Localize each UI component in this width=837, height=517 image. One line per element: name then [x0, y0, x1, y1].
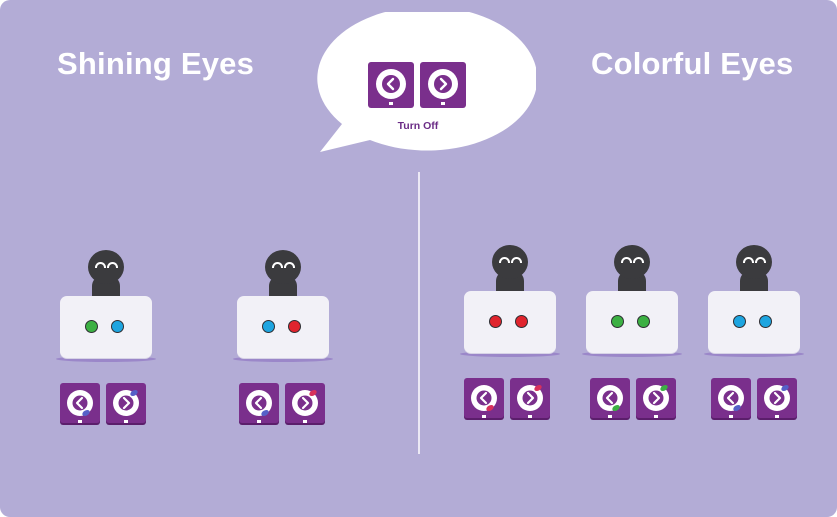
- right-arrow-tile: [510, 378, 550, 418]
- right-arrow-tile: [636, 378, 676, 418]
- robot-face-eye: [621, 257, 632, 263]
- robot-face-eye: [272, 262, 283, 268]
- led-eye-left: [733, 315, 746, 328]
- robot-head: [265, 250, 301, 284]
- robot-face-eye: [633, 257, 644, 263]
- left-arrow-tile: [711, 378, 751, 418]
- robot-face-eye: [284, 262, 295, 268]
- left-arrow-icon: [376, 69, 406, 105]
- speech-bubble-shape: [317, 12, 536, 152]
- right-arrow-tile: [106, 383, 146, 423]
- robot-face-eye: [499, 257, 510, 263]
- robot-shining-1: [56, 250, 156, 364]
- bubble-tile-left: [368, 62, 414, 108]
- right-arrow-icon: [428, 69, 458, 105]
- robot-colorful-4: [582, 245, 682, 359]
- robot-shadow: [56, 356, 156, 362]
- robot-shadow: [233, 356, 333, 362]
- section-divider: [418, 172, 420, 454]
- robot-box: [708, 291, 800, 353]
- robot-face-eye: [107, 262, 118, 268]
- robot-shadow: [582, 351, 682, 357]
- led-eye-left: [489, 315, 502, 328]
- robot-box: [586, 291, 678, 353]
- turn-off-caption: Turn Off: [397, 120, 439, 132]
- robot-box: [237, 296, 329, 358]
- left-arrow-tile: [464, 378, 504, 418]
- right-arrow-tile: [757, 378, 797, 418]
- left-arrow-tile: [590, 378, 630, 418]
- led-eye-left: [85, 320, 98, 333]
- heading-colorful-eyes: Colorful Eyes: [591, 46, 794, 81]
- robot-shadow: [460, 351, 560, 357]
- robot-head: [492, 245, 528, 279]
- robot-shadow: [704, 351, 804, 357]
- robot-head: [614, 245, 650, 279]
- left-arrow-tile: [239, 383, 279, 423]
- robot-head: [736, 245, 772, 279]
- bubble-tile-right: [420, 62, 466, 108]
- robot-box: [464, 291, 556, 353]
- robot-face-eye: [743, 257, 754, 263]
- led-eye-left: [262, 320, 275, 333]
- speech-bubble: Turn Off: [300, 12, 536, 162]
- heading-shining-eyes: Shining Eyes: [57, 46, 255, 81]
- led-eye-left: [611, 315, 624, 328]
- robot-colorful-5: [704, 245, 804, 359]
- robot-box: [60, 296, 152, 358]
- led-eye-right: [637, 315, 650, 328]
- robot-face-eye: [511, 257, 522, 263]
- robot-head: [88, 250, 124, 284]
- led-eye-right: [111, 320, 124, 333]
- left-arrow-tile: [60, 383, 100, 423]
- led-eye-right: [515, 315, 528, 328]
- robot-face-eye: [95, 262, 106, 268]
- robot-colorful-3: [460, 245, 560, 359]
- led-eye-right: [759, 315, 772, 328]
- robot-shining-2: [233, 250, 333, 364]
- right-arrow-tile: [285, 383, 325, 423]
- robot-face-eye: [755, 257, 766, 263]
- led-eye-right: [288, 320, 301, 333]
